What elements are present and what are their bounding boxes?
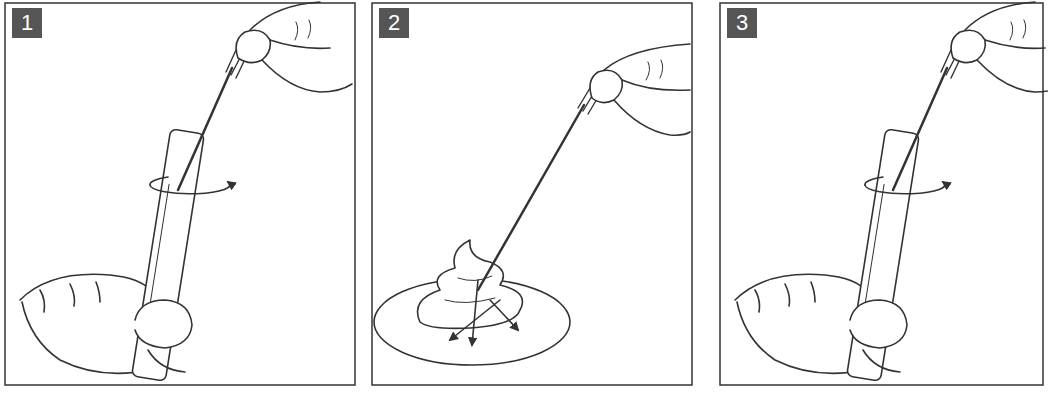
callout-number: 1: [12, 8, 42, 38]
stool-sampling-scene: [374, 44, 690, 365]
tube-return-scene: [735, 2, 1048, 381]
callout-number: 2: [379, 8, 409, 38]
callout-number: 3: [727, 8, 757, 38]
panel-frame: [5, 3, 355, 385]
panel-frame: [372, 3, 692, 385]
tube-sampling-scene: [20, 2, 352, 381]
